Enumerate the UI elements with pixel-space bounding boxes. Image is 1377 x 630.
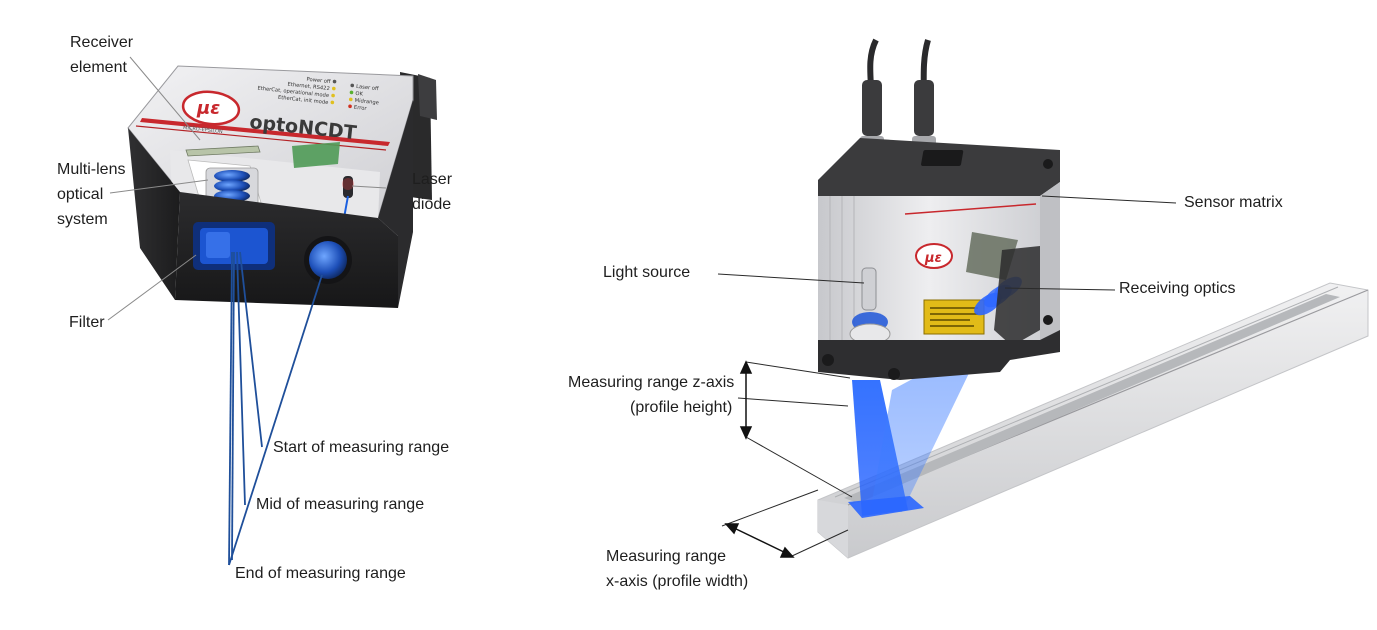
label-sensor-matrix: Sensor matrix bbox=[1184, 194, 1283, 211]
label-laser-diode: Laser diode bbox=[412, 171, 453, 213]
left-beam-lines bbox=[228, 251, 323, 566]
right-logo: με bbox=[915, 243, 953, 269]
laser-beams bbox=[848, 340, 985, 518]
left-housing-front bbox=[128, 128, 180, 300]
svg-text:με: με bbox=[196, 98, 220, 119]
svg-text:Laser off: Laser off bbox=[356, 84, 379, 92]
svg-text:Midrange: Midrange bbox=[354, 98, 379, 107]
svg-text:EtherCat, init mode: EtherCat, init mode bbox=[278, 95, 329, 106]
label-receiving-optics: Receiving optics bbox=[1119, 280, 1236, 297]
label-multi-lens-optical-system: Multi-lens optical system bbox=[57, 161, 126, 228]
svg-text:OK: OK bbox=[355, 91, 364, 98]
svg-text:MICRO-EPSILON: MICRO-EPSILON bbox=[183, 125, 223, 135]
label-end-of-measuring-range: End of measuring range bbox=[235, 565, 406, 582]
svg-text:Power off: Power off bbox=[306, 77, 331, 86]
left-pcb bbox=[292, 142, 340, 168]
light-source-optics bbox=[849, 267, 891, 345]
z-axis-dimension-arrow bbox=[739, 360, 753, 440]
svg-text:με: με bbox=[924, 251, 942, 266]
x-axis-dimension-arrow bbox=[724, 523, 795, 558]
label-light-source: Light source bbox=[603, 264, 691, 281]
label-receiver-element: Receiver element bbox=[70, 34, 134, 76]
receiver-element bbox=[185, 145, 261, 157]
left-sensor: με MICRO-EPSILON optoNCDT Power off Ethe… bbox=[127, 65, 437, 308]
svg-text:Error: Error bbox=[354, 105, 368, 112]
label-filter: Filter bbox=[69, 314, 105, 331]
multi-lens-stack bbox=[205, 167, 259, 207]
left-red-stripe bbox=[140, 118, 390, 146]
filter-window bbox=[193, 222, 275, 270]
laser-output-lens bbox=[304, 236, 352, 284]
svg-text:Ethernet, RS422: Ethernet, RS422 bbox=[287, 82, 330, 92]
label-start-of-measuring-range: Start of measuring range bbox=[273, 439, 450, 456]
left-leader-lines bbox=[107, 56, 387, 321]
left-logo: με MICRO-EPSILON bbox=[181, 90, 241, 135]
right-leader-lines bbox=[717, 195, 1177, 557]
label-mid-of-measuring-range: Mid of measuring range bbox=[256, 496, 425, 513]
label-z-axis-range: Measuring range z-axis (profile height) bbox=[568, 374, 735, 416]
right-sensor: με bbox=[818, 138, 1060, 380]
receiving-optics bbox=[966, 232, 1040, 346]
laser-warning-label bbox=[923, 299, 985, 335]
label-x-axis-range: Measuring range x-axis (profile width) bbox=[606, 548, 749, 590]
